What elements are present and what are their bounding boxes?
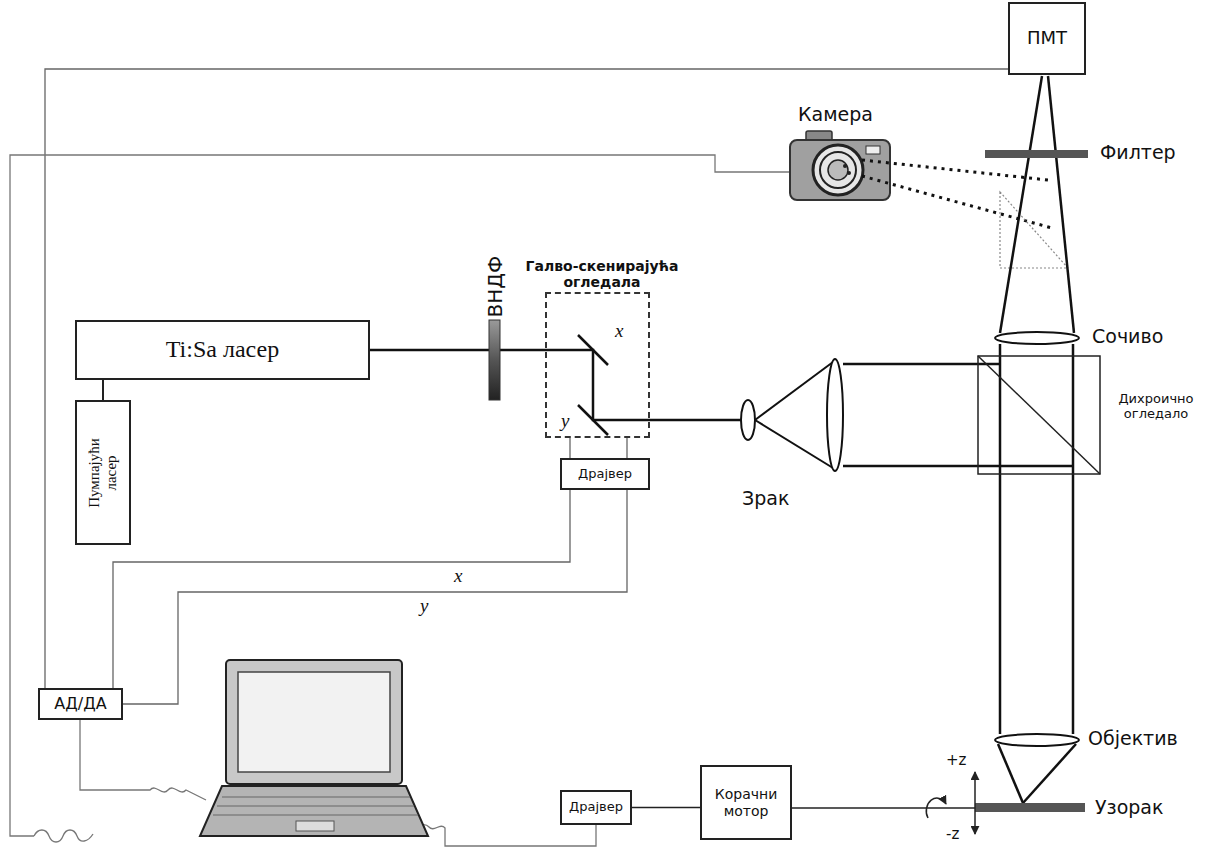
expander-lens [741,400,755,440]
part-label: Сочиво [1092,326,1163,348]
part-label: +z [946,752,966,769]
part-label: -z [946,826,959,843]
control-wire [632,807,700,809]
keyboard-row [217,806,414,807]
camera-body [790,140,890,200]
power-link [102,380,104,400]
detection-beam [1000,76,1042,333]
expander-lens [827,359,843,471]
cable-coil [34,830,93,842]
emission-filter [985,150,1088,158]
nd-filter [489,320,500,400]
node-text: ПМТ [1027,28,1067,49]
camera-lens-core [828,160,848,180]
control-wire [569,438,570,458]
detector-box: ПМТ [1008,2,1086,75]
laser-beam [843,465,1073,468]
dichroic-cube [978,356,1100,474]
galvo-mirror-box: Галво-скенирајућа огледалаxy [545,292,650,438]
z-axis-arrow [974,772,976,834]
beam-cone [755,362,833,420]
camera-view-line [862,160,1048,180]
keyboard-row [213,815,418,816]
laser-beam [843,363,1000,366]
galvo-mirror [578,335,608,365]
beam-cone [755,420,833,468]
tube-lens [995,332,1079,344]
motor-box: Корачни мотор [700,765,792,840]
lens-glint [847,171,851,175]
lens-glint [843,164,847,168]
part-label: Филтер [1100,142,1176,164]
signal-label: y [418,596,430,617]
converter-cable [80,720,206,800]
signal-wire [45,69,1008,688]
camera-lens-ring [820,152,856,188]
detection-beam [1048,76,1074,333]
part-label: Зрак [742,488,789,510]
pump-laser-box: Пумпајући ласер [75,400,131,545]
node-text: x [615,320,623,342]
driver-box: Драјвер [560,458,650,490]
galvo-mirror [578,405,608,435]
objective-lens [995,734,1079,746]
node-text: y [561,410,569,432]
part-label: Објектив [1088,728,1178,750]
focus-cone [998,744,1023,803]
node-text: Галво-скенирајућа огледала [517,258,687,290]
camera-lens [813,145,863,195]
rotation-symbol [926,798,946,818]
part-label: ВНДФ [484,258,507,318]
laser-beam [545,350,741,420]
control-wire [626,438,627,458]
laptop-base [200,786,428,836]
part-label: Камера [798,104,873,126]
laser-beam [370,349,545,352]
laptop-display [238,672,390,772]
node-text: Пумпајући ласер [86,427,121,519]
focus-cone [1023,744,1076,803]
signal-wire [113,490,570,688]
converter-box: АД/ДА [38,688,123,720]
driver-box: Драјвер [560,790,632,825]
keyboard-row [222,797,410,798]
signal-label: x [452,566,464,587]
part-label: Узорак [1095,797,1164,819]
node-text: Корачни мотор [708,786,784,818]
node-text: Драјвер [569,800,623,815]
node-text: АД/ДА [54,695,106,713]
vertical-beam [999,344,1002,734]
laptop-screen [226,660,402,784]
motor-shaft [792,807,975,809]
vertical-beam [1072,344,1075,734]
touchpad [296,821,334,831]
part-label: Дихроично огледало [1108,392,1204,422]
sample-slide [975,803,1085,812]
flip-prism [1000,192,1068,268]
camera-flash [866,146,880,154]
node-text: Драјвер [578,467,632,482]
camera-wire [10,155,790,836]
dichroic-surface [978,356,1100,474]
node-text: Ti:Sa ласер [166,336,279,364]
laser-box: Ti:Sa ласер [75,320,370,380]
